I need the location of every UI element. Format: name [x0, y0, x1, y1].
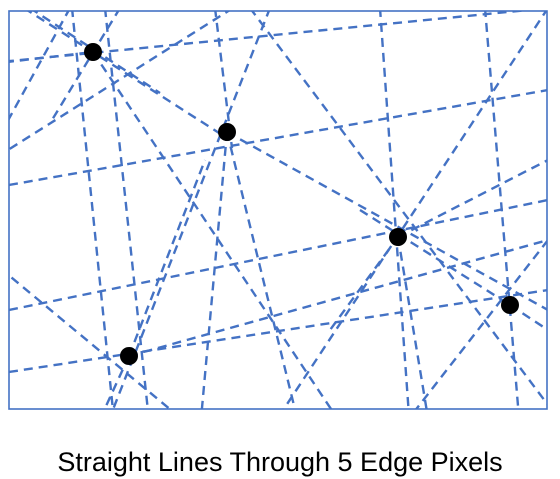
- dashed-line: [225, 131, 297, 409]
- edge-pixel-point: [218, 123, 236, 141]
- dashed-line: [414, 239, 547, 409]
- dashed-line: [9, 288, 547, 374]
- edge-pixel-point: [84, 43, 102, 61]
- dashed-line: [9, 50, 94, 63]
- dashed-line: [9, 273, 172, 409]
- dashed-line: [396, 236, 428, 409]
- dashed-line: [282, 11, 547, 409]
- dashed-line: [484, 11, 520, 409]
- dashed-line: [214, 11, 234, 149]
- edge-pixel-point: [389, 228, 407, 246]
- dashed-line: [104, 11, 149, 409]
- hough-lines-diagram: [8, 10, 548, 410]
- dashed-line: [9, 198, 547, 312]
- dashed-line: [50, 11, 120, 121]
- edge-pixels: [84, 43, 519, 365]
- dashed-line: [250, 11, 547, 406]
- figure-caption: Straight Lines Through 5 Edge Pixels: [57, 447, 503, 477]
- edge-pixel-point: [501, 296, 519, 314]
- dashed-line: [9, 11, 231, 151]
- dashed-line: [127, 159, 207, 357]
- frame-border: [8, 10, 548, 410]
- dashed-lines: [9, 11, 547, 409]
- dashed-line: [359, 208, 511, 307]
- dashed-line: [103, 355, 131, 409]
- dashed-line: [226, 130, 547, 311]
- dashed-line: [329, 236, 399, 331]
- dashed-line: [9, 88, 547, 187]
- dashed-line: [9, 11, 530, 63]
- dashed-line: [379, 11, 410, 409]
- dashed-line: [128, 239, 547, 358]
- dashed-line: [397, 159, 547, 239]
- dashed-line: [92, 51, 333, 409]
- edge-pixel-point: [120, 347, 138, 365]
- dashed-line: [9, 11, 70, 122]
- dashed-line: [71, 11, 115, 409]
- dashed-line: [200, 131, 229, 409]
- dashed-line: [111, 11, 271, 409]
